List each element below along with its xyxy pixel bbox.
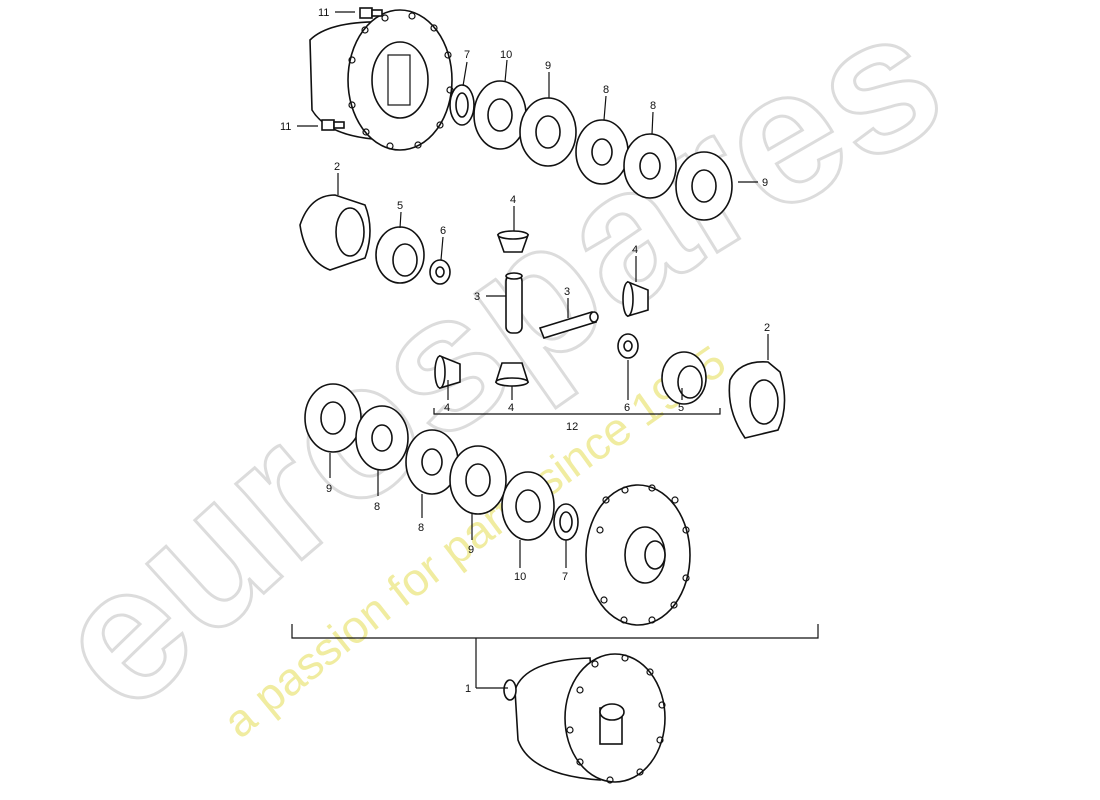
callout-3-horizontal: 3 [564,286,570,298]
disc-9-lower-right [449,445,507,515]
pinion-4-right [622,280,649,318]
pinion-4-left [434,354,461,390]
bolt-11-lower [321,119,345,131]
callout-4-bottom: 4 [508,402,514,414]
disc-8-lower-b [405,429,459,495]
callout-11-bottom: 11 [280,121,291,133]
side-gear-5-lower [661,351,707,405]
callout-8-lower-a: 8 [374,501,380,513]
callout-10-upper: 10 [500,49,512,61]
pressure-ring-2-upper [299,194,371,271]
callout-7-lower: 7 [562,571,568,583]
callout-6-lower: 6 [624,402,630,414]
disc-9-lower-left [304,383,362,453]
callout-7-upper: 7 [464,49,470,61]
callout-12: 12 [566,421,578,433]
disc-8-lower-a [355,405,409,471]
callout-6-upper: 6 [440,225,446,237]
pinion-4-top [496,230,530,253]
upper-housing-part [309,9,454,151]
callout-4-top: 4 [510,194,516,206]
callout-2-upper: 2 [334,161,340,173]
callout-3-vertical: 3 [474,291,480,303]
ring-7-lower [553,503,579,541]
callout-11-top: 11 [318,7,329,19]
shaft-3-vertical [505,272,523,334]
leader-lines [291,11,819,689]
washer-10-upper [473,80,527,150]
callout-9-upper: 9 [545,60,551,72]
bolt-11-upper [359,7,383,19]
washer-10-lower [501,471,555,541]
disc-8-upper-b [623,133,677,199]
callout-labels: 11 11 7 10 9 8 8 9 2 5 6 4 4 3 3 2 4 4 6… [280,7,770,695]
thrust-washer-6-center [617,333,639,359]
callout-5-upper: 5 [397,200,403,212]
callout-4-right: 4 [632,244,638,256]
side-gear-5-upper [375,226,425,284]
lower-housing-part [585,484,691,626]
callout-4-left: 4 [444,402,450,414]
callout-8-upper-a: 8 [603,84,609,96]
ring-7-upper [449,84,475,126]
disc-8-upper-a [575,119,629,185]
disc-9-upper-right [675,151,733,221]
assembled-differential-part [503,653,666,784]
callout-10-lower: 10 [514,571,526,583]
shaft-3-horizontal [538,311,599,339]
callout-9-lower-left: 9 [326,483,332,495]
callout-8-upper-b: 8 [650,100,656,112]
callout-1: 1 [465,683,471,695]
callout-5-lower: 5 [678,402,684,414]
pressure-ring-2-lower [728,361,786,439]
callout-8-lower-b: 8 [418,522,424,534]
disc-9-upper [519,97,577,167]
thrust-washer-6-upper [429,259,451,285]
callout-9-upper-right: 9 [762,177,768,189]
callout-9-lower-right: 9 [468,544,474,556]
callout-2-lower: 2 [764,322,770,334]
pinion-4-bottom [494,362,530,387]
